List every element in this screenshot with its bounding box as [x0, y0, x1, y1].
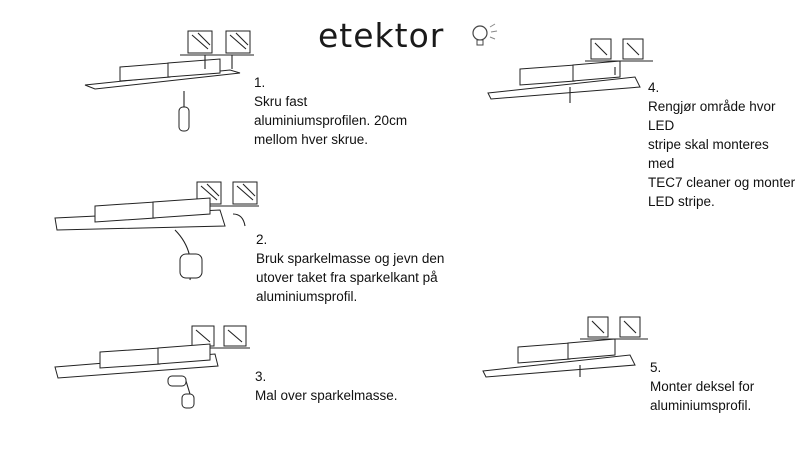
step-4: 4. Rengjør område hvor LED stripe skal m…: [648, 78, 798, 211]
step-text: Skru fast aluminiumsprofilen. 20cm mello…: [254, 94, 408, 147]
illustration-step-3: [54, 325, 250, 409]
screwdriver-icon: [178, 91, 190, 132]
step-3: 3. Mal over sparkelmasse.: [255, 367, 455, 405]
step-number: 2.: [256, 232, 268, 247]
step-text: Monter deksel for aluminiumsprofil.: [650, 379, 755, 413]
step-number: 1.: [254, 75, 266, 90]
paint-roller-icon: [167, 375, 195, 409]
illustration-step-5: [482, 316, 648, 378]
step-number: 3.: [255, 369, 267, 384]
step-number: 4.: [648, 80, 660, 95]
illustration-step-4: [487, 38, 653, 103]
hand-icon: [174, 229, 203, 281]
illustration-step-2: [54, 181, 259, 281]
step-text: Bruk sparkelmasse og jevn den utover tak…: [256, 251, 445, 304]
step-1: 1. Skru fast aluminiumsprofilen. 20cm me…: [254, 73, 444, 149]
lightbulb-icon: [472, 23, 498, 46]
step-number: 5.: [650, 360, 662, 375]
step-text: Mal over sparkelmasse.: [255, 388, 398, 403]
brand-logo: etektor: [318, 16, 445, 55]
step-text: Rengjør område hvor LED stripe skal mont…: [648, 99, 796, 209]
illustration-step-1: [84, 30, 254, 132]
step-2: 2. Bruk sparkelmasse og jevn den utover …: [256, 230, 466, 306]
step-5: 5. Monter deksel for aluminiumsprofil.: [650, 358, 790, 415]
